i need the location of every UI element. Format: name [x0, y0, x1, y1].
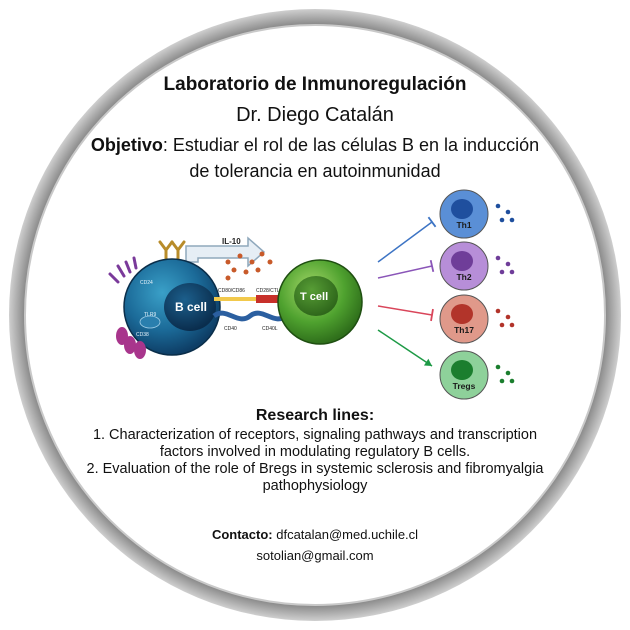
objective-label: Objetivo — [90, 135, 163, 155]
contact-email-1: dfcatalan@med.uchile.cl — [272, 527, 419, 542]
lab-title: Laboratorio de Inmunoregulación — [163, 74, 467, 95]
research-item-2: 2. Evaluation of the role of Bregs in sy… — [86, 461, 544, 494]
contact-email-2: sotolian@gmail.com — [256, 548, 374, 563]
contact-label: Contacto: — [211, 527, 273, 542]
director-name: Dr. Diego Catalán — [236, 104, 394, 126]
research-item-1: 1. Characterization of receptors, signal… — [92, 427, 538, 460]
objective-text: Objetivo: Estudiar el rol de las células… — [90, 132, 540, 184]
contact-block: Contacto: dfcatalan@med.uchile.cl sotoli… — [0, 524, 630, 566]
objective-body: : Estudiar el rol de las células B en la… — [162, 135, 540, 181]
research-title: Research lines: — [255, 407, 375, 424]
research-list: 1. Characterization of receptors, signal… — [70, 427, 560, 495]
contact-line-1: Contacto: dfcatalan@med.uchile.cl — [0, 524, 630, 545]
